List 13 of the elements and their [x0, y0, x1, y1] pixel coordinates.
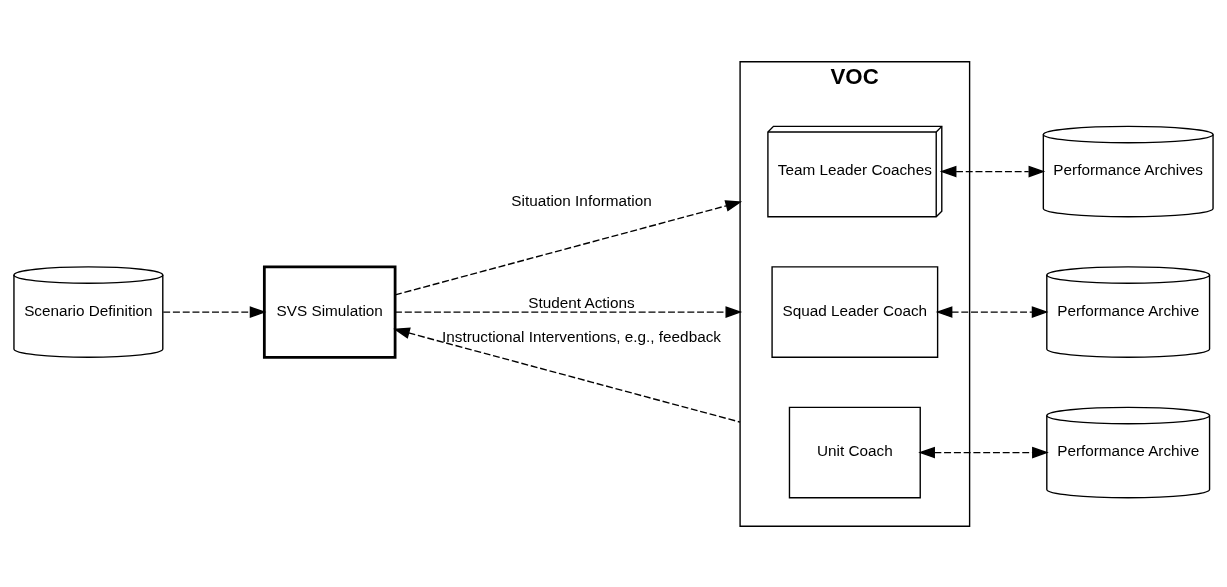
- node-box: SVS Simulation: [262, 265, 397, 359]
- arrow: [939, 165, 1046, 177]
- arrow: [935, 305, 1049, 318]
- arrow: [394, 305, 743, 318]
- edge-label: Student Actions: [528, 293, 635, 311]
- arrow: [393, 326, 741, 423]
- node-box: Unit Coach: [788, 406, 921, 498]
- arrow: [918, 446, 1049, 458]
- edge-label: Instructional Interventions, e.g., feedback: [442, 327, 721, 345]
- node-box: Squad Leader Coach: [771, 265, 939, 358]
- arrow: [162, 305, 267, 318]
- arrow: [394, 199, 743, 296]
- edge-label: Situation Information: [511, 191, 652, 209]
